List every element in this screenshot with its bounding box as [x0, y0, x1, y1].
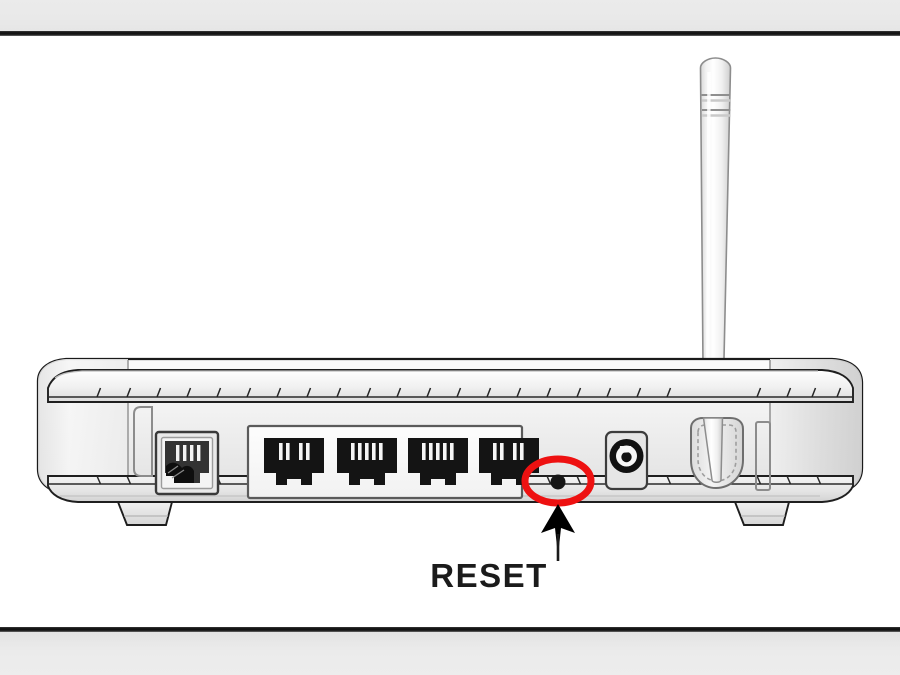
foot-left — [116, 501, 174, 526]
antenna-hinge — [690, 417, 744, 490]
foot-right — [733, 501, 791, 526]
top-divider-rule — [0, 31, 900, 36]
illustration-canvas: RESET — [0, 36, 900, 627]
wan-port[interactable] — [154, 430, 220, 496]
port-panel — [154, 417, 771, 500]
top-letterbox-band — [0, 0, 900, 31]
reset-callout[interactable] — [521, 455, 595, 561]
reset-label: RESET — [430, 557, 548, 594]
right-panel-recess — [755, 421, 771, 491]
lan-port-2[interactable] — [337, 438, 397, 485]
power-jack[interactable] — [604, 430, 649, 491]
lan-port-1[interactable] — [264, 438, 324, 485]
reset-button[interactable] — [550, 474, 566, 490]
top-vent-slots — [96, 387, 842, 398]
router-illustration — [36, 57, 864, 561]
lan-port-3[interactable] — [408, 438, 468, 485]
reset-highlight-ellipse — [521, 455, 595, 507]
reset-arrow — [541, 504, 575, 556]
bottom-divider-rule — [0, 627, 900, 632]
bottom-letterbox-band — [0, 632, 900, 675]
